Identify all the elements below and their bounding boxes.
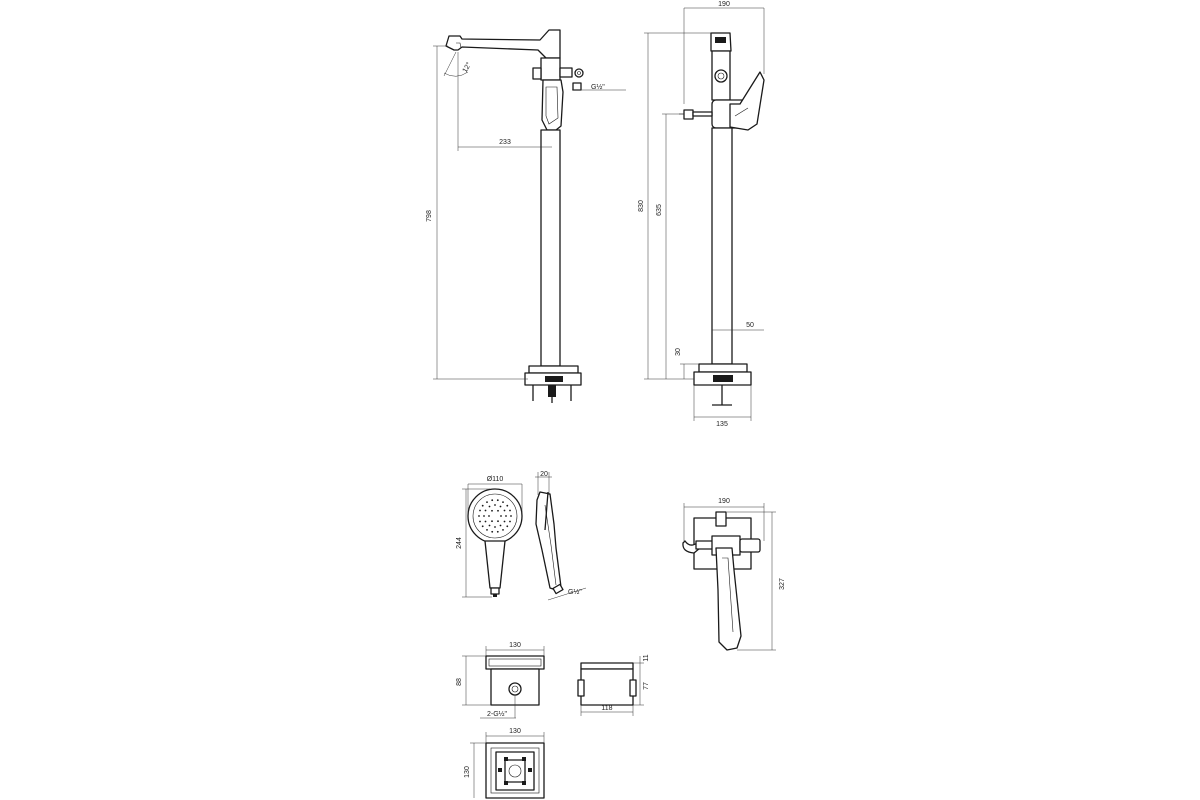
dim-box-height-front: 88	[456, 678, 463, 686]
side-view: 798 233 12° G½"	[426, 29, 626, 403]
lever-front	[729, 71, 765, 131]
column-side	[540, 129, 561, 367]
nozzle	[500, 515, 502, 517]
dim-inlet-thread: G½"	[591, 83, 605, 91]
dim-box-top-plate: 11	[643, 654, 650, 661]
dim-box-height-side: 77	[643, 682, 650, 690]
nozzle	[481, 504, 484, 507]
nozzle	[484, 520, 487, 523]
nozzle	[496, 530, 499, 533]
dim-635: 635	[656, 204, 663, 216]
nozzle	[479, 520, 481, 523]
box-front: 130 88 2-G½"	[456, 642, 545, 719]
lever-side	[541, 79, 564, 131]
body-side	[540, 57, 561, 81]
nozzle	[486, 501, 488, 503]
nozzle	[488, 524, 491, 527]
dim-190-wall: 190	[718, 498, 730, 505]
nozzle	[509, 520, 511, 523]
nozzle	[506, 525, 509, 528]
dim-angle: 12°	[461, 61, 473, 74]
shower-head	[467, 488, 523, 544]
nozzle	[491, 499, 494, 502]
nozzle	[502, 529, 504, 531]
nozzle	[496, 499, 499, 502]
nozzle	[491, 520, 493, 523]
spout-side	[445, 29, 561, 59]
nozzle	[497, 509, 499, 512]
box-side: 11 77 118	[577, 654, 650, 716]
dim-box-width-side: 118	[601, 705, 612, 712]
shower-nozzles	[478, 499, 512, 533]
dim-handset-depth: 20	[540, 471, 548, 478]
dim-327: 327	[779, 578, 786, 590]
wall-unit: 190 327	[682, 498, 786, 651]
nozzle	[499, 505, 502, 508]
handshower-front: Ø110 244	[456, 476, 523, 598]
nozzle	[494, 504, 496, 506]
dim-30: 30	[675, 348, 682, 356]
nozzle	[509, 509, 511, 512]
handshower-side: 20 G½"	[535, 471, 587, 601]
nozzle	[497, 520, 499, 523]
dim-50: 50	[746, 322, 754, 329]
nozzle	[502, 501, 504, 503]
column-front	[711, 127, 733, 365]
nozzle	[484, 509, 487, 512]
dim-box-width-top: 130	[509, 642, 521, 649]
dim-plan-depth: 130	[464, 766, 471, 778]
dim-190-front: 190	[718, 1, 730, 8]
nozzle	[503, 520, 506, 523]
nozzle	[486, 529, 488, 531]
nozzle	[478, 515, 480, 517]
dim-hose-thread: G½"	[568, 588, 582, 596]
nozzle	[491, 530, 494, 533]
nozzle	[499, 524, 502, 527]
dim-244: 244	[456, 537, 463, 549]
shower-handle	[484, 540, 506, 589]
nozzle	[505, 515, 507, 517]
dim-830: 830	[638, 200, 645, 212]
dim-798: 798	[426, 210, 433, 222]
nozzle	[479, 509, 481, 512]
dim-135: 135	[716, 421, 728, 428]
box-top-plate	[485, 655, 545, 670]
dim-233: 233	[499, 139, 511, 146]
nozzle	[488, 515, 490, 517]
dim-head-diameter: Ø110	[487, 476, 504, 483]
box-plan: 130 130	[464, 728, 545, 799]
nozzle	[494, 526, 496, 528]
nozzle	[481, 525, 484, 528]
dim-box-thread: 2-G½"	[487, 710, 508, 718]
lever-wall	[715, 547, 742, 651]
nozzle	[491, 509, 493, 512]
nozzle	[510, 515, 512, 517]
nozzle	[488, 505, 491, 508]
dim-plan-width: 130	[509, 728, 521, 735]
nozzle	[483, 515, 485, 517]
front-view: 190 830 635 30 50 135	[638, 1, 765, 428]
nozzle	[506, 504, 509, 507]
nozzle	[503, 509, 506, 512]
